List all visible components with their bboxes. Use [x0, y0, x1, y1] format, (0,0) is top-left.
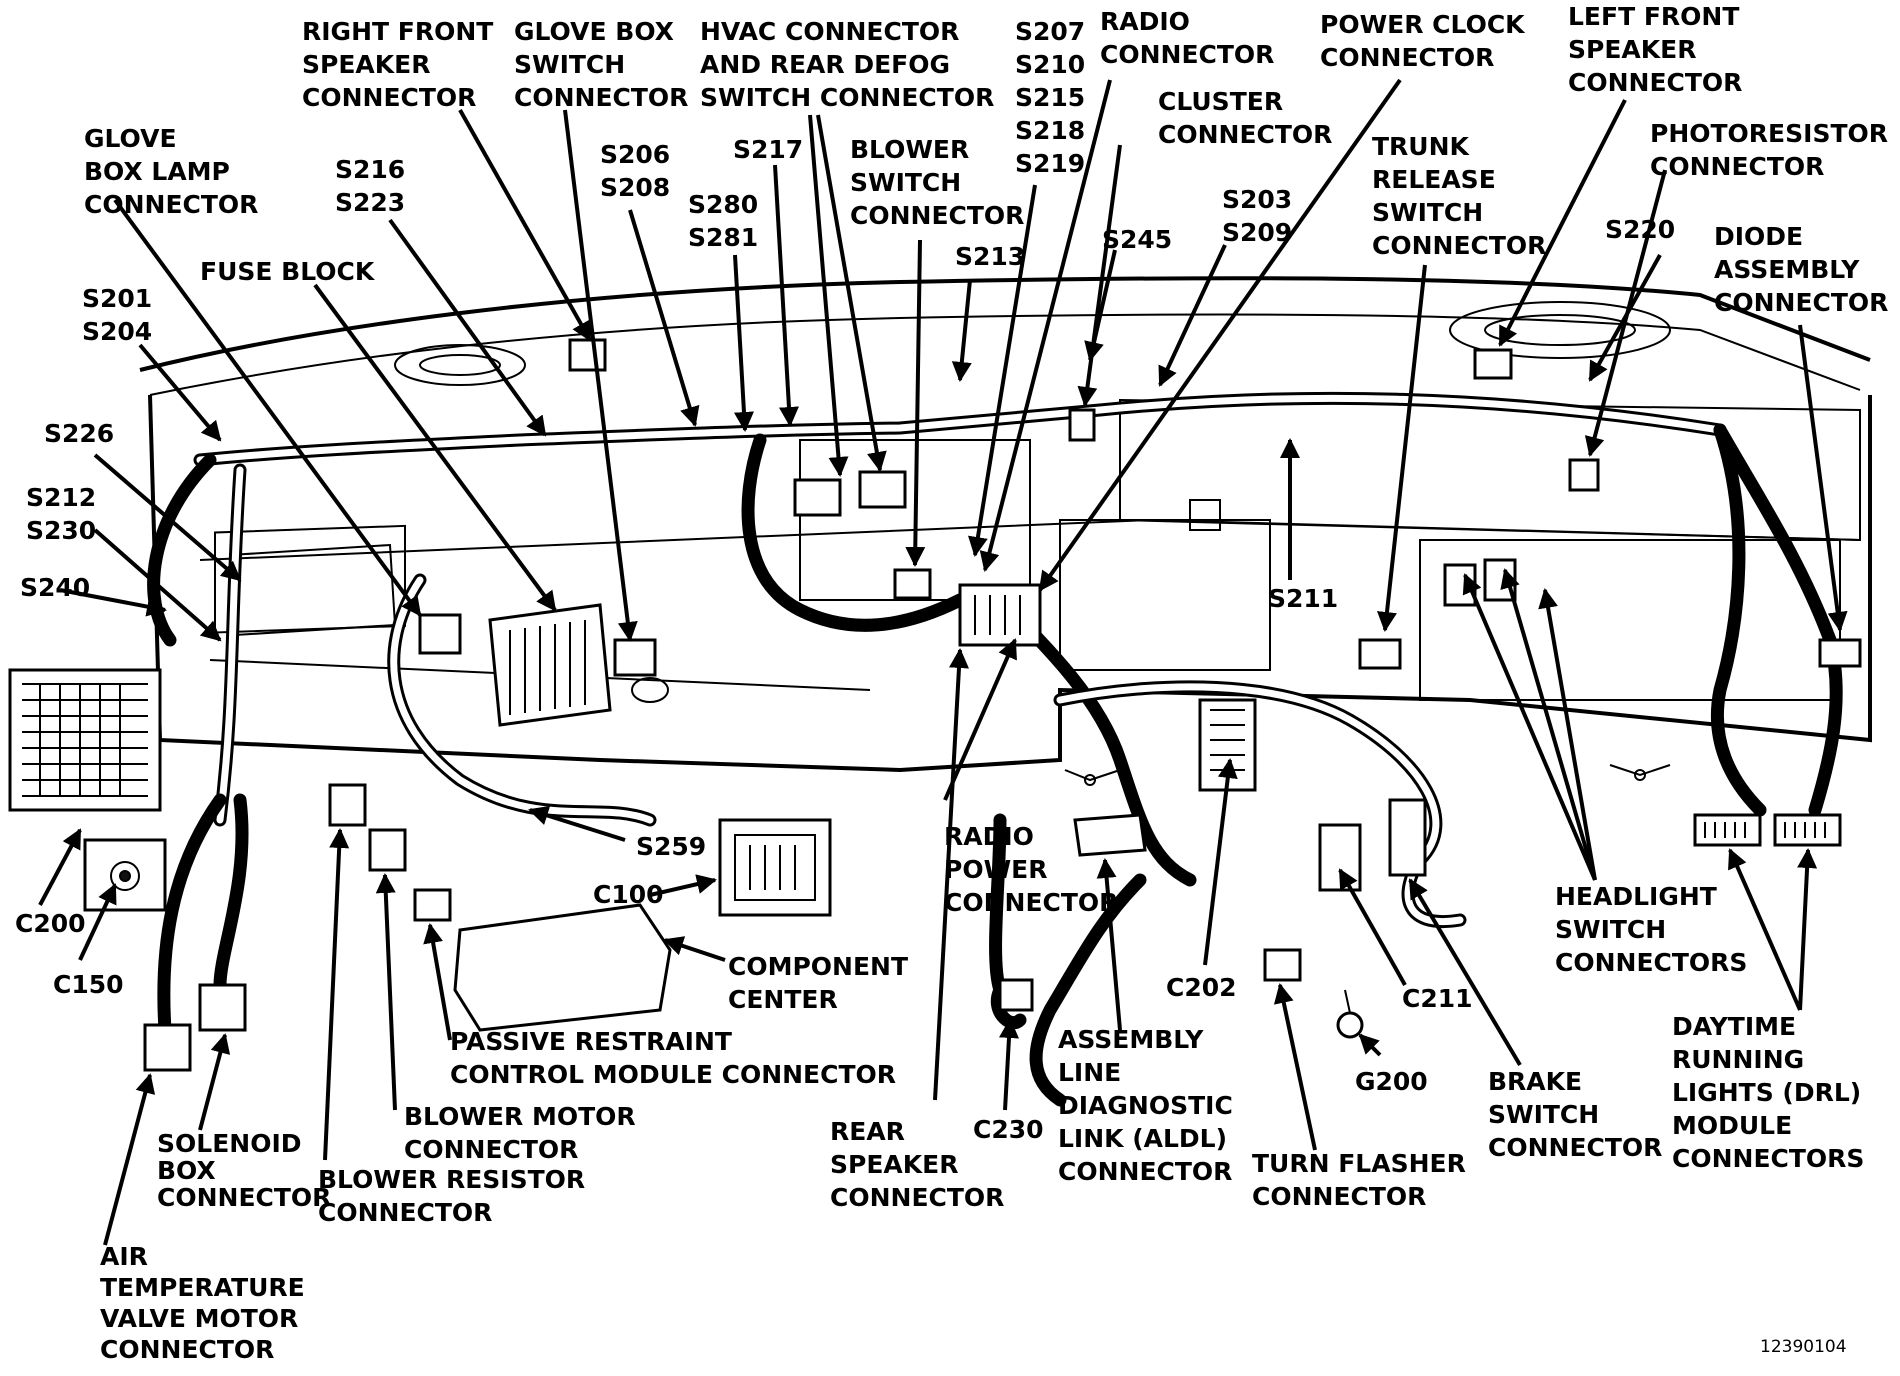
photoresistor-plug [1568, 458, 1600, 492]
cluster-plug [1068, 408, 1096, 442]
blower-motor-plug [368, 828, 407, 872]
c230-plug [998, 978, 1034, 1012]
label-c150: C150 [53, 970, 124, 999]
g200-ground [1336, 1011, 1364, 1039]
label-splice-s217: S217 [733, 135, 803, 164]
label-splice-s220: S220 [1605, 215, 1675, 244]
passive-restraint-plug [413, 888, 452, 922]
solenoid-box-plug [198, 983, 247, 1032]
c100-bulkhead [718, 818, 832, 917]
label-c202: C202 [1166, 973, 1237, 1002]
label-splice-s240: S240 [20, 573, 90, 602]
radio-power-plug [1073, 813, 1147, 857]
hvac-plug [793, 478, 842, 517]
wiring-harness [147, 391, 1843, 1107]
leader-lines [38, 78, 1848, 1246]
blower-resistor-plug [328, 783, 367, 827]
turn-flasher-plug [1263, 948, 1302, 982]
c200-relay-box [8, 668, 162, 812]
trunk-release-plug [1358, 638, 1402, 670]
headlight-switch-plugs [1443, 558, 1517, 607]
brake-switch-part [1388, 798, 1427, 877]
label-g200: G200 [1355, 1067, 1428, 1096]
components [8, 338, 1862, 1072]
c211-part [1318, 823, 1362, 892]
blower-switch-plug [893, 568, 932, 600]
radio-connector-part [958, 583, 1042, 647]
label-splice-s259: S259 [636, 832, 706, 861]
air-temp-valve-motor-plug [143, 1023, 192, 1072]
label-splice-s213: S213 [955, 242, 1025, 271]
label-splice-s226: S226 [44, 419, 114, 448]
glove-box-lamp-plug [418, 613, 462, 655]
rear-defog-plug [858, 470, 907, 509]
c150-connector [83, 838, 167, 912]
label-fuse-block: FUSE BLOCK [200, 257, 376, 286]
figure-number: 12390104 [1760, 1337, 1847, 1357]
glove-box-switch-part [613, 638, 657, 677]
label-splice-s245: S245 [1102, 225, 1172, 254]
label-c200: C200 [15, 909, 86, 938]
label-c211: C211 [1402, 984, 1473, 1013]
left-front-speaker-plug [1473, 348, 1513, 380]
label-c100: C100 [593, 880, 664, 909]
drl-module-plugs [1693, 813, 1842, 847]
component-center-part [453, 903, 672, 1032]
fuse-block-part [488, 603, 612, 727]
label-c230: C230 [973, 1115, 1044, 1144]
label-splice-s211: S211 [1268, 584, 1338, 613]
diode-assembly-plug [1818, 638, 1862, 668]
right-front-speaker-plug [568, 338, 607, 372]
